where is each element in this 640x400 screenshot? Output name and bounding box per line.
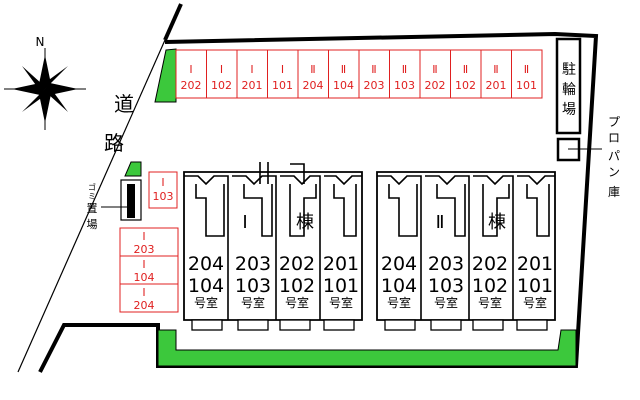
unit-suffix: 号室 xyxy=(434,295,458,310)
parking-bldg: Ⅰ xyxy=(142,258,145,271)
map-label: ロ xyxy=(608,131,620,145)
unit-upper: 203 xyxy=(235,253,271,275)
unit-lower: 101 xyxy=(517,275,553,297)
unit-upper: 204 xyxy=(188,253,224,275)
road-label-1: 道 xyxy=(114,92,134,116)
parking-bldg: Ⅱ xyxy=(524,63,529,76)
map-label: 庫 xyxy=(608,185,620,199)
unit-lower: 101 xyxy=(323,275,359,297)
map-label: 103 xyxy=(153,190,174,203)
building-1-roman: Ⅰ xyxy=(242,212,247,233)
unit-upper: 202 xyxy=(472,253,508,275)
unit-lower: 103 xyxy=(235,275,271,297)
compass-north-label: N xyxy=(36,35,45,49)
parking-bldg: Ⅱ xyxy=(463,63,468,76)
parking-bldg: Ⅱ xyxy=(402,63,407,76)
parking-room: 101 xyxy=(516,79,537,92)
garbage-area xyxy=(101,179,142,221)
unit-suffix: 号室 xyxy=(194,295,218,310)
parking-room: 102 xyxy=(211,79,232,92)
unit-upper: 201 xyxy=(517,253,553,275)
unit-upper: 201 xyxy=(323,253,359,275)
map-label: ゴ xyxy=(88,182,96,192)
parking-room: 104 xyxy=(134,271,155,284)
map-label: ミ xyxy=(88,192,96,201)
map-label: Ⅰ xyxy=(161,176,164,189)
unit-lower: 102 xyxy=(279,275,315,297)
parking-bldg: Ⅱ xyxy=(371,63,376,76)
building-1: Ⅰ 棟 204 104 号室 203 103 号室 202 102 号室 201… xyxy=(183,162,363,331)
parking-room: 201 xyxy=(486,79,507,92)
parking-room: 101 xyxy=(272,79,293,92)
unit-suffix: 号室 xyxy=(478,295,502,310)
parking-column-left: Ⅰ 203 Ⅰ 104 Ⅰ 204 xyxy=(119,227,179,313)
unit-upper: 202 xyxy=(279,253,315,275)
parking-room: 102 xyxy=(455,79,476,92)
unit-suffix: 号室 xyxy=(329,295,353,310)
building-2-suffix: 棟 xyxy=(488,212,506,233)
parking-bldg: Ⅰ xyxy=(281,63,284,76)
unit-lower: 104 xyxy=(381,275,417,297)
parking-bldg: Ⅱ xyxy=(432,63,437,76)
map-label: 駐 xyxy=(562,62,576,78)
parking-bldg: Ⅰ xyxy=(142,286,145,299)
parking-single: Ⅰ 103 xyxy=(148,171,178,209)
parking-bldg: Ⅰ xyxy=(250,63,253,76)
unit-lower: 103 xyxy=(428,275,464,297)
bicycle-parking: 駐 輪 場 xyxy=(555,37,582,135)
propane-storage xyxy=(556,137,602,162)
map-label: 置 xyxy=(87,202,98,215)
map-label: プ xyxy=(608,115,620,129)
parking-room: 103 xyxy=(394,79,415,92)
compass-icon: N xyxy=(4,35,86,130)
parking-room: 201 xyxy=(242,79,263,92)
unit-suffix: 号室 xyxy=(387,295,411,310)
parking-room: 104 xyxy=(333,79,354,92)
map-label: 輪 xyxy=(562,81,576,98)
parking-room: 203 xyxy=(134,243,155,256)
parking-room: 202 xyxy=(425,79,446,92)
parking-bldg: Ⅰ xyxy=(142,230,145,243)
propane-label: プ ロ パ ン 庫 xyxy=(608,115,620,199)
parking-bldg: Ⅱ xyxy=(493,63,498,76)
parking-room: 204 xyxy=(303,79,324,92)
unit-lower: 102 xyxy=(472,275,508,297)
road-label-2: 路 xyxy=(104,131,124,155)
building-2-roman: Ⅱ xyxy=(436,212,445,233)
parking-bldg: Ⅰ xyxy=(220,63,223,76)
parking-room: 203 xyxy=(364,79,385,92)
map-label: 場 xyxy=(87,218,98,231)
parking-room: 204 xyxy=(134,299,155,312)
parking-room: 202 xyxy=(181,79,202,92)
parking-bldg: Ⅱ xyxy=(310,63,315,76)
unit-lower: 104 xyxy=(188,275,224,297)
unit-suffix: 号室 xyxy=(523,295,547,310)
parking-bldg: Ⅰ xyxy=(189,63,192,76)
garbage-label: ゴ ミ 置 場 xyxy=(87,182,98,231)
building-1-suffix: 棟 xyxy=(296,212,314,233)
unit-suffix: 号室 xyxy=(241,295,265,310)
unit-upper: 203 xyxy=(428,253,464,275)
parking-bldg: Ⅱ xyxy=(341,63,346,76)
map-label: 場 xyxy=(562,102,576,118)
unit-suffix: 号室 xyxy=(285,295,309,310)
building-2: Ⅱ 棟 204 104 号室 203 103 号室 202 102 号室 201… xyxy=(376,171,556,331)
map-label: パ xyxy=(608,149,620,163)
map-label: ン xyxy=(608,165,620,179)
unit-upper: 204 xyxy=(381,253,417,275)
green-areas xyxy=(124,48,577,367)
parking-row-top: Ⅰ 202 Ⅰ 102 Ⅰ 201 Ⅰ 101 Ⅱ 204 Ⅱ 104 Ⅱ 20… xyxy=(175,49,543,99)
